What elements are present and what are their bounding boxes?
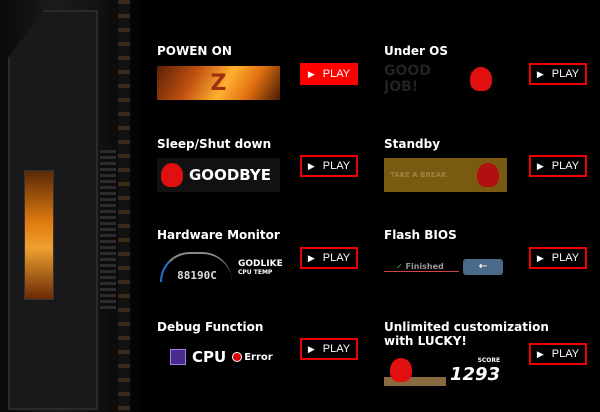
play-button-standby[interactable]: ▶ PLAY	[529, 155, 587, 177]
sleep-thumbnail: GOODBYE	[157, 158, 280, 192]
motherboard-image	[0, 0, 145, 412]
play-label: PLAY	[322, 68, 351, 80]
play-button-power-on[interactable]: ▶ PLAY	[300, 63, 358, 85]
flash-bios-thumbnail: ✓ Finished ⇠	[384, 250, 507, 284]
item-title-sleep: Sleep/Shut down	[157, 137, 272, 151]
play-label: PLAY	[551, 68, 580, 80]
cpu-chip-icon	[170, 349, 186, 365]
item-title-standby: Standby	[384, 137, 441, 151]
play-label: PLAY	[322, 252, 351, 264]
under-os-thumbnail: GOOD JOB!	[384, 62, 507, 96]
item-title-power-on: POWEN ON	[157, 44, 232, 58]
item-title-debug: Debug Function	[157, 320, 264, 334]
play-label: PLAY	[322, 160, 351, 172]
play-button-lucky[interactable]: ▶ PLAY	[529, 343, 587, 365]
play-label: PLAY	[322, 343, 351, 355]
item-title-under-os: Under OS	[384, 44, 448, 58]
item-title-lucky: Unlimited customization with LUCKY!	[384, 320, 549, 348]
temp-gauge: 88190C	[160, 252, 232, 282]
play-label: PLAY	[551, 348, 580, 360]
play-icon: ▶	[307, 343, 315, 354]
play-icon: ▶	[536, 68, 544, 79]
play-icon: ▶	[536, 252, 544, 263]
play-button-sleep[interactable]: ▶ PLAY	[300, 155, 358, 177]
dragon-icon	[470, 67, 492, 91]
play-button-under-os[interactable]: ▶ PLAY	[529, 63, 587, 85]
power-on-thumbnail: Z	[157, 66, 280, 100]
play-icon: ▶	[307, 68, 315, 79]
play-button-debug[interactable]: ▶ PLAY	[300, 338, 358, 360]
lucky-laptop-image	[384, 356, 446, 386]
play-icon: ▶	[307, 160, 315, 171]
play-icon: ▶	[536, 160, 544, 171]
play-label: PLAY	[551, 160, 580, 172]
play-button-hardware-monitor[interactable]: ▶ PLAY	[300, 247, 358, 269]
play-button-flash-bios[interactable]: ▶ PLAY	[529, 247, 587, 269]
error-icon	[232, 352, 243, 362]
play-icon: ▶	[536, 348, 544, 359]
item-title-hardware-monitor: Hardware Monitor	[157, 228, 280, 242]
play-label: PLAY	[551, 252, 580, 264]
dragon-icon	[161, 163, 183, 187]
check-icon: ✓	[396, 262, 403, 271]
item-title-flash-bios: Flash BIOS	[384, 228, 457, 242]
play-icon: ▶	[307, 252, 315, 263]
standby-thumbnail: TAKE A BREAK	[384, 158, 507, 192]
debug-thumbnail: CPU Error	[170, 340, 293, 374]
usb-icon: ⇠	[463, 259, 503, 275]
dragon-icon	[476, 163, 499, 187]
